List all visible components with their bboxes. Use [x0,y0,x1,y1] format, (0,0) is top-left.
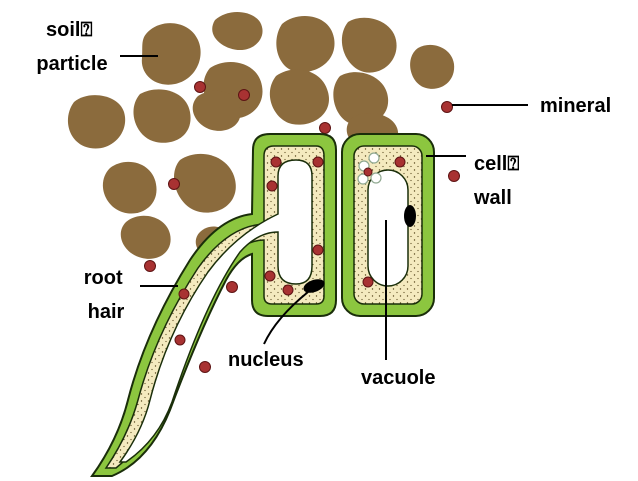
soil-particle [142,23,201,85]
soil-particle-label-line-2: particle [36,53,107,75]
nucleus-label: nucleus [228,349,304,371]
soil-particle-label: soil⍰ particle [36,19,107,75]
mineral-dot [283,285,293,295]
mineral-dot [169,179,180,190]
mineral-dot [442,102,453,113]
soil-particle [193,91,241,131]
cell-wall-label-line-2: wall [473,187,512,209]
soil-particle [68,95,125,148]
mineral-dot [313,157,323,167]
mineral-dot [175,335,185,345]
soil-particle [103,162,157,214]
soil-particle [276,16,334,72]
mineral-dot [313,245,323,255]
soil-particle [212,12,262,50]
mineral-dot [449,171,460,182]
root-hair-label: root hair [84,267,128,323]
vacuole-shape [368,170,408,286]
mineral-dot [271,157,281,167]
mineral-dot [395,157,405,167]
mineral-dot [200,362,211,373]
nucleus-shape [404,205,416,227]
mineral-uptake-dot [371,173,381,183]
soil-particle [342,18,397,73]
adjacent-cell [342,134,434,316]
soil-particle-label-line-1: soil⍰ [46,19,92,41]
mineral-dot [195,82,206,93]
soil-particle [133,89,190,142]
cell-wall-label-line-1: cell⍰ [474,153,519,175]
vacuole-label: vacuole [361,367,435,389]
root-hair-label-line-1: root [84,267,123,289]
mineral-dot [239,90,250,101]
soil-particle [410,45,454,89]
soil-particle [270,69,329,124]
mineral-dot [145,261,156,272]
root-hair-label-line-2: hair [88,301,125,323]
mineral-dot [363,277,373,287]
mineral-dot [320,123,331,134]
mineral-uptake-dot [369,153,379,163]
mineral-dot [265,271,275,281]
cell-wall-label: cell⍰ wall [473,153,525,209]
mineral-dot [267,181,277,191]
mineral-dot [179,289,189,299]
mineral-label: mineral [540,95,611,117]
soil-particle [174,154,236,213]
soil-particle [121,216,171,259]
mineral-dot [227,282,238,293]
mineral-dot [364,168,372,176]
